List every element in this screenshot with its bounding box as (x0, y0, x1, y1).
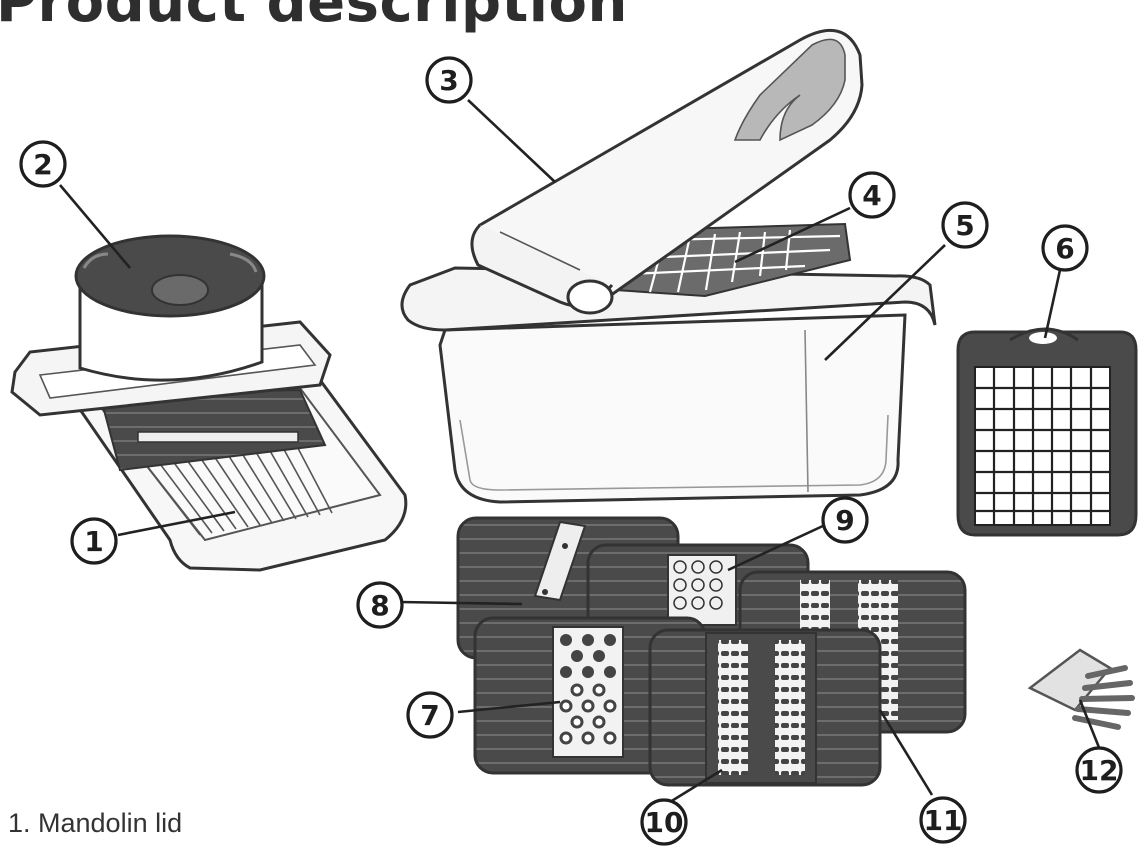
callout-number: 5 (955, 209, 974, 242)
callout-6-dicing-blade: 6 (1041, 224, 1089, 272)
callout-circle (406, 691, 454, 739)
callout-10-julienne-blade: 10 (640, 798, 688, 846)
cleaning-comb (1027, 648, 1135, 730)
callout-11-coarse-julienne-blade: 11 (919, 796, 967, 844)
callout-2-food-holder: 2 (19, 140, 67, 188)
callout-number: 6 (1055, 232, 1074, 265)
callout-number: 7 (420, 699, 439, 732)
callout-1-mandolin: 1 (70, 517, 118, 565)
callout-number: 3 (439, 64, 458, 97)
callout-4-chopping-grid: 4 (848, 171, 896, 219)
callout-circle (821, 496, 869, 544)
callout-9-fine-grater-blade: 9 (821, 496, 869, 544)
leader-lines (59, 99, 1102, 804)
mandolin (10, 234, 408, 572)
callout-circle (425, 56, 473, 104)
callout-circle (640, 798, 688, 846)
callout-7-grater-blade: 7 (406, 691, 454, 739)
chopper-lid (470, 28, 864, 315)
callout-circle (70, 517, 118, 565)
callout-number: 8 (370, 589, 389, 622)
callout-number: 2 (33, 148, 52, 181)
callout-circle (356, 581, 404, 629)
container (400, 266, 937, 504)
callout-circle (919, 796, 967, 844)
callout-number: 10 (645, 806, 684, 839)
callout-circle (1075, 746, 1123, 794)
callout-number: 9 (835, 504, 854, 537)
dicing-blade (956, 327, 1138, 537)
callout-circle (19, 140, 67, 188)
callout-3-chopper-lid: 3 (425, 56, 473, 104)
callout-circle (1041, 224, 1089, 272)
callout-8-slicing-blade: 8 (356, 581, 404, 629)
callout-circle (848, 171, 896, 219)
callout-5-container: 5 (941, 201, 989, 249)
callout-number: 12 (1080, 754, 1119, 787)
callout-number: 1 (84, 525, 103, 558)
page-title: Product description (0, 0, 628, 35)
blade-stack (456, 516, 967, 787)
caption-line: 1. Mandolin lid (8, 808, 183, 838)
callout-number: 4 (862, 179, 881, 212)
callout-number: 11 (924, 804, 963, 837)
callout-12-cleaning-comb: 12 (1075, 746, 1123, 794)
callout-circle (941, 201, 989, 249)
